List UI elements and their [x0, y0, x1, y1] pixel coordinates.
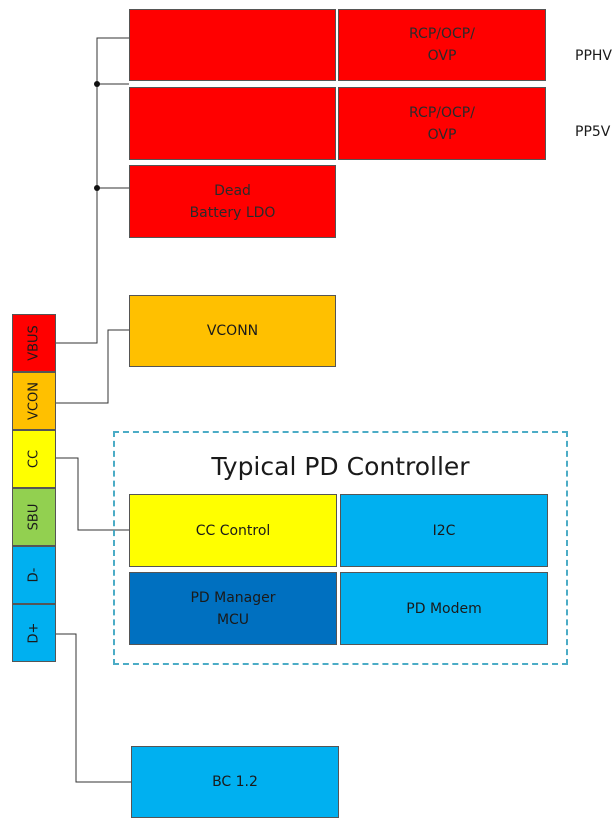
pp5v-switch-block [129, 87, 336, 160]
pin-d-plus: D+ [12, 604, 56, 662]
vconn-block: VCONN [129, 295, 336, 367]
pphv-label: PPHV [575, 48, 612, 64]
pphv-switch-block [129, 9, 336, 81]
pd-controller-boundary [113, 431, 568, 665]
dplus-wire [56, 633, 131, 783]
pin-sbu: SBU [12, 488, 56, 546]
pp5v-label: PP5V [575, 124, 611, 140]
i2c-block: I2C [340, 494, 548, 567]
pin-vbus: VBUS [12, 314, 56, 372]
pin-cc: CC [12, 430, 56, 488]
rcp-ocp-ovp-block-2: RCP/OCP/ OVP [338, 87, 546, 160]
pin-d-minus: D- [12, 546, 56, 604]
bc12-block: BC 1.2 [131, 746, 339, 818]
rcp-ocp-ovp-block-1: RCP/OCP/ OVP [338, 9, 546, 81]
pd-manager-mcu-block: PD Manager MCU [129, 572, 337, 645]
dead-battery-ldo-block: Dead Battery LDO [129, 165, 336, 238]
vcon-wire [56, 329, 129, 404]
pd-modem-block: PD Modem [340, 572, 548, 645]
cc-wire [56, 457, 129, 531]
cc-control-block: CC Control [129, 494, 337, 567]
pd-controller-title: Typical PD Controller [211, 452, 470, 481]
pin-vcon: VCON [12, 372, 56, 430]
